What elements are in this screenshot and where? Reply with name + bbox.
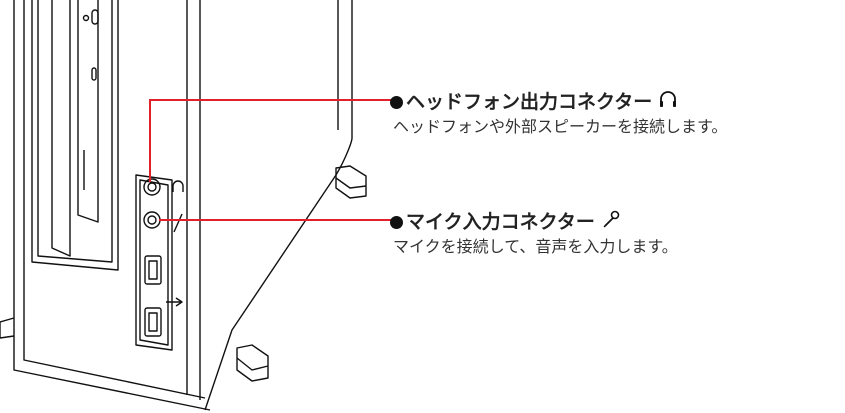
drive-led — [82, 14, 90, 22]
callout-microphone: マイク入力コネクター マイクを接続して、音声を入力します。 — [390, 209, 678, 259]
callout-headphone: ヘッドフォン出力コネクター ヘッドフォンや外部スピーカーを接続します。 — [390, 89, 727, 139]
usb-symbol — [166, 297, 183, 307]
foot-left — [0, 317, 15, 339]
optical-drive — [51, 0, 71, 257]
usb-port-2 — [144, 307, 162, 337]
microphone-description: マイクを接続して、音声を入力します。 — [393, 237, 678, 256]
headphone-jack — [143, 178, 161, 196]
connector-panel — [135, 174, 173, 351]
headphone-icon — [658, 89, 678, 116]
usb-port-1 — [144, 255, 162, 285]
microphone-jack — [143, 211, 161, 229]
leader-line-headphone — [149, 99, 392, 182]
mic-symbol — [173, 213, 183, 233]
foot-pad-lower — [236, 344, 269, 382]
drive-button — [91, 9, 99, 25]
headphone-symbol — [172, 180, 184, 192]
microphone-icon — [601, 209, 621, 236]
headphone-description: ヘッドフォンや外部スピーカーを接続します。 — [393, 117, 728, 136]
headphone-title: ヘッドフォン出力コネクター — [406, 91, 653, 113]
drive-bay — [31, 0, 119, 271]
pc-case-outline — [13, 0, 211, 411]
microphone-title: マイク入力コネクター — [406, 211, 595, 233]
foot-pad-upper — [335, 165, 367, 199]
pc-side-panel — [204, 0, 353, 411]
bullet-icon — [390, 95, 403, 109]
bullet-icon — [390, 215, 403, 229]
